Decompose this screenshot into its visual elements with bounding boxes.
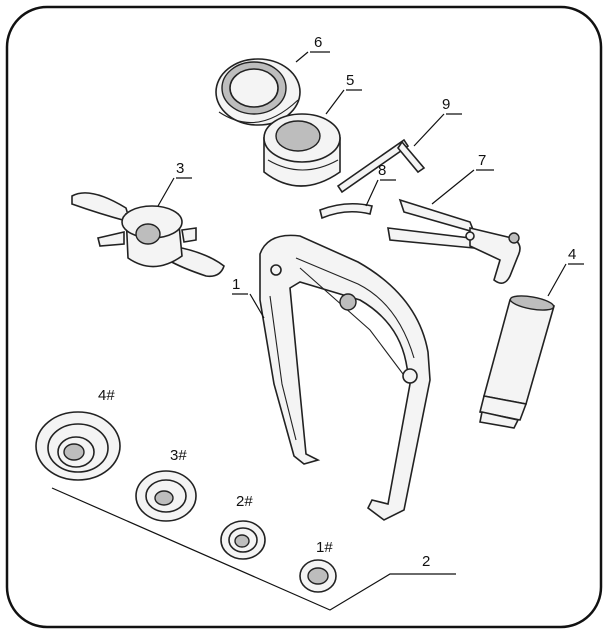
part-8-wedge [319,202,373,220]
callout-3: 3 [176,160,184,177]
callout-9: 9 [442,96,450,113]
part-6-pressure-ring [215,58,301,126]
part-2-cone-1 [299,559,337,593]
callout-2: 2 [422,553,430,570]
callout-4: 4 [568,246,576,263]
part-2-cone-2 [220,520,266,560]
part-5-pressure-cup [263,113,341,187]
part-4-shaft [479,295,556,429]
part-7-caliper [387,198,521,284]
part-1-arm [259,234,431,521]
cone-label-2: 2# [236,493,253,510]
part-2-cone-3 [135,470,197,522]
leader-lines [51,51,584,611]
part-2-cone-4 [35,411,121,481]
callout-5: 5 [346,72,354,89]
part-9-hex-key [336,138,426,194]
callout-8: 8 [378,162,386,179]
cone-label-4: 4# [98,387,115,404]
part-3-quick-nut [71,192,225,278]
cone-label-3: 3# [170,447,187,464]
callout-6: 6 [314,34,322,51]
cone-label-1: 1# [316,539,333,556]
callout-1: 1 [232,276,240,293]
callout-7: 7 [478,152,486,169]
